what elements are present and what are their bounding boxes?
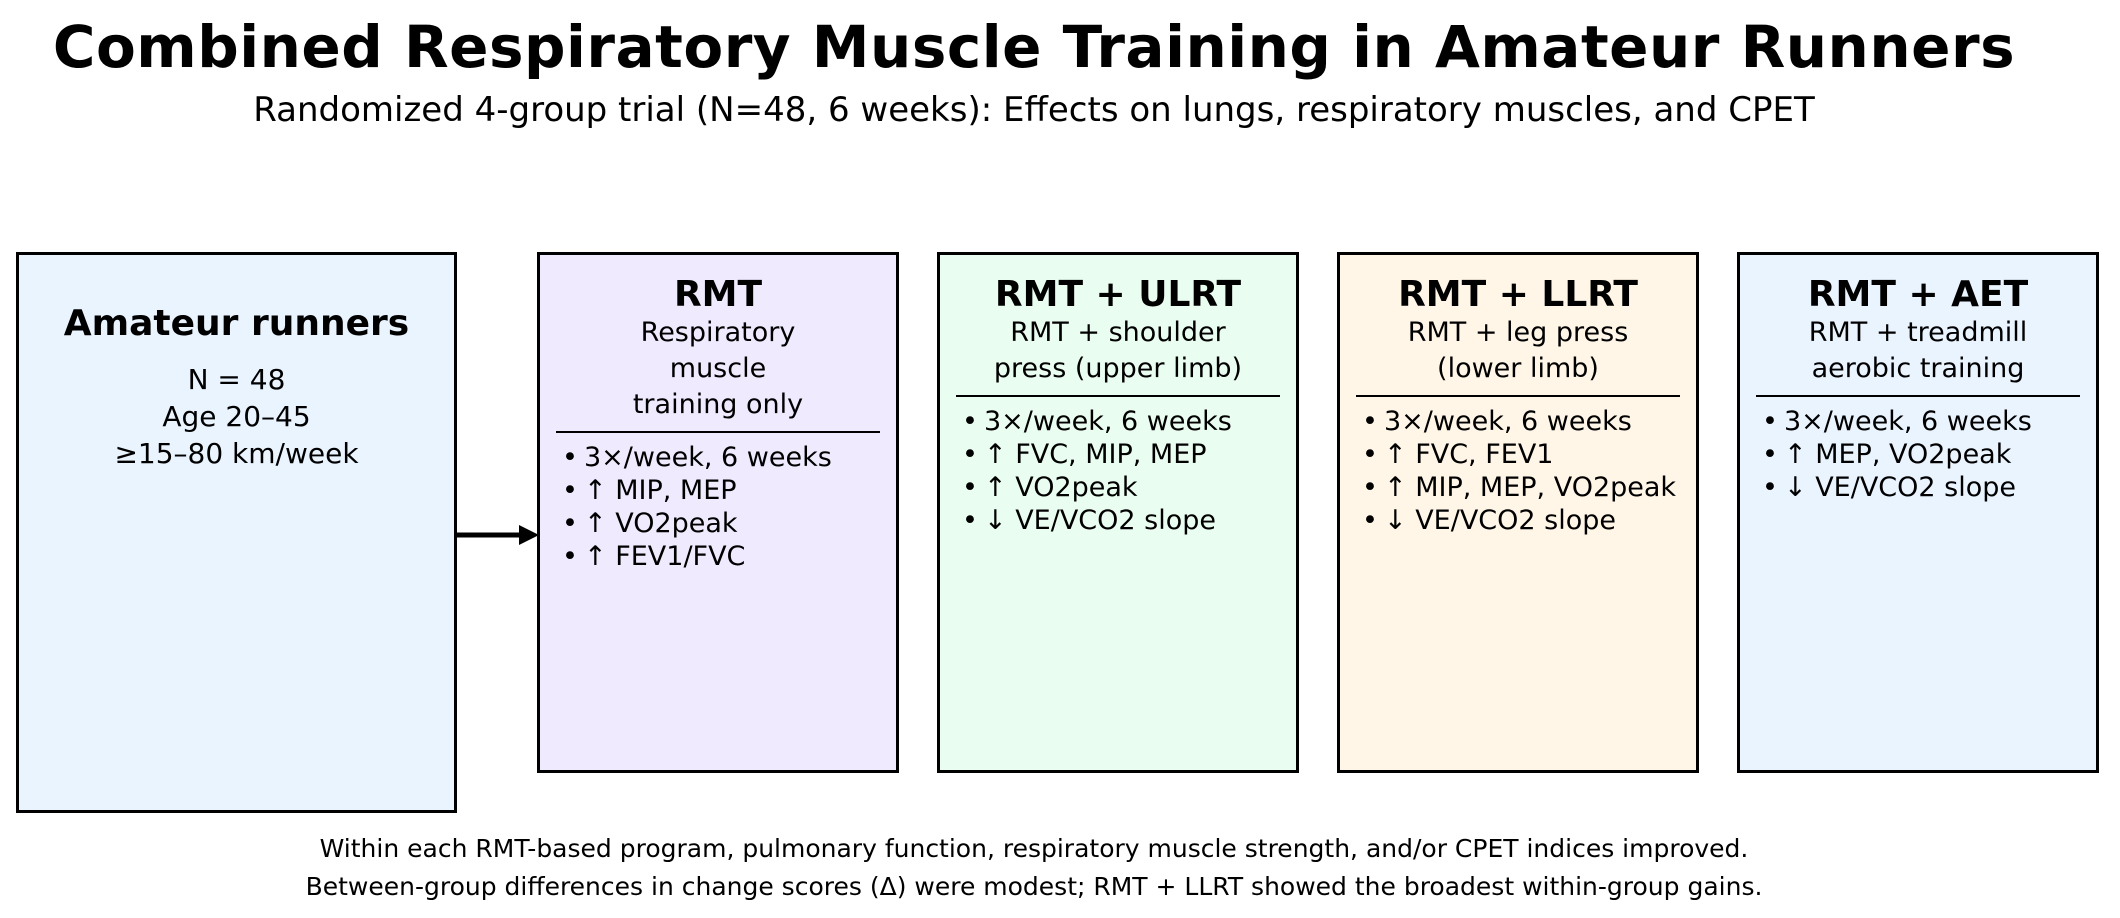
- group-outcome-item: •↑ FEV1/FVC: [562, 541, 746, 572]
- flow-arrow: [457, 525, 539, 545]
- group-outcome-item: •↑ MEP, VO2peak: [1762, 439, 2012, 470]
- group-description: RMT + shoulder press (upper limb): [993, 317, 1243, 384]
- divider: [1756, 395, 2080, 397]
- diagram-title: Combined Respiratory Muscle Training in …: [52, 13, 2016, 81]
- source-line: Age 20–45: [162, 400, 311, 433]
- group-outcome-item: •↓ VE/VCO2 slope: [962, 505, 1217, 536]
- group-outcome-item: •3×/week, 6 weeks: [1762, 406, 2032, 437]
- group-description: Respiratory muscle training only: [632, 317, 804, 420]
- footer-note-2: Between-group differences in change scor…: [305, 872, 1763, 901]
- group-box-rmt-ulrt: RMT + ULRT RMT + shoulder press (upper l…: [937, 252, 1299, 773]
- group-outcome-item: •↑ MIP, MEP, VO2peak: [1362, 472, 1677, 503]
- group-outcome-item: •↑ FVC, FEV1: [1362, 439, 1554, 470]
- divider: [556, 431, 880, 433]
- source-title: Amateur runners: [63, 303, 410, 344]
- group-description: RMT + treadmill aerobic training: [1808, 317, 2028, 384]
- group-outcome-item: •↑ VO2peak: [562, 508, 738, 539]
- group-outcome-item: •↑ FVC, MIP, MEP: [962, 439, 1207, 470]
- diagram-subtitle: Randomized 4-group trial (N=48, 6 weeks)…: [253, 90, 1815, 130]
- divider: [956, 395, 1280, 397]
- footer-note-1: Within each RMT-based program, pulmonary…: [319, 834, 1749, 863]
- group-outcome-item: •3×/week, 6 weeks: [562, 442, 832, 473]
- group-box-rmt-aet: RMT + AET RMT + treadmill aerobic traini…: [1737, 252, 2099, 773]
- group-box-rmt: RMT Respiratory muscle training only •3×…: [537, 252, 899, 773]
- group-title: RMT + LLRT: [1398, 274, 1638, 315]
- divider: [1356, 395, 1680, 397]
- group-description: RMT + leg press (lower limb): [1407, 317, 1629, 384]
- group-outcome-item: •3×/week, 6 weeks: [1362, 406, 1632, 437]
- group-outcome-item: •↓ VE/VCO2 slope: [1762, 472, 2017, 503]
- group-outcome-item: •↑ VO2peak: [962, 472, 1138, 503]
- group-outcome-item: •↑ MIP, MEP: [562, 475, 737, 506]
- group-title: RMT + AET: [1807, 274, 2029, 315]
- source-line: ≥15–80 km/week: [114, 437, 359, 470]
- group-title: RMT + ULRT: [994, 274, 1242, 315]
- source-box: Amateur runners N = 48 Age 20–45 ≥15–80 …: [16, 252, 457, 813]
- group-outcome-item: •↓ VE/VCO2 slope: [1362, 505, 1617, 536]
- source-line: N = 48: [187, 363, 286, 396]
- group-title: RMT: [673, 274, 763, 315]
- group-box-rmt-llrt: RMT + LLRT RMT + leg press (lower limb) …: [1337, 252, 1699, 773]
- group-outcome-item: •3×/week, 6 weeks: [962, 406, 1232, 437]
